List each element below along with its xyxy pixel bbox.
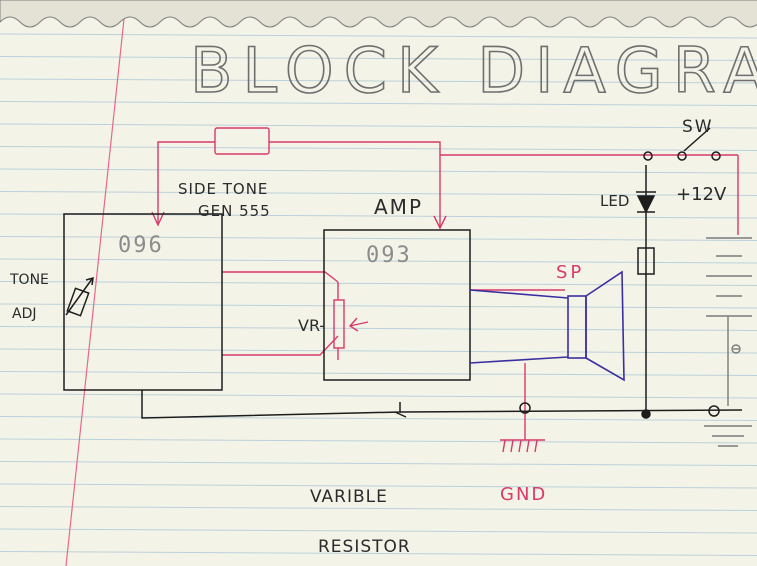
gnd-label: GND bbox=[500, 484, 547, 505]
led-resistor bbox=[637, 247, 655, 275]
ruling-line bbox=[0, 101, 757, 106]
chip-093-box bbox=[323, 229, 471, 381]
ruling-line bbox=[0, 258, 757, 264]
varible-label: VARIBLE bbox=[310, 487, 388, 507]
chip-096-box bbox=[63, 213, 223, 391]
ruling-line bbox=[0, 33, 757, 39]
ruling-line bbox=[0, 393, 757, 399]
ruling-line bbox=[0, 281, 757, 286]
torn-edge bbox=[0, 0, 757, 28]
led-label: LED bbox=[600, 192, 629, 210]
speaker-magnet bbox=[567, 295, 587, 359]
supply-label: +12V bbox=[676, 184, 727, 205]
chip-093-label: 093 bbox=[366, 243, 412, 268]
vr-label: VR- bbox=[298, 316, 325, 335]
ruling-line bbox=[0, 168, 757, 174]
amp-label: AMP bbox=[374, 195, 423, 219]
variable-resistor bbox=[333, 299, 345, 349]
sw-label: SW bbox=[682, 117, 714, 137]
page-ruling bbox=[0, 33, 757, 556]
ruling-line bbox=[0, 551, 757, 556]
resistor-top bbox=[214, 127, 270, 155]
ruling-line bbox=[0, 78, 757, 84]
sp-label: SP bbox=[556, 262, 584, 283]
ruling-line bbox=[0, 146, 757, 151]
margin-line bbox=[65, 0, 127, 566]
ruling-line bbox=[0, 56, 757, 61]
black-wiring bbox=[63, 127, 743, 419]
ruling-line bbox=[0, 303, 757, 309]
chip-096-label: 096 bbox=[118, 233, 164, 258]
side-tone-label: SIDE TONE bbox=[178, 180, 268, 198]
ruling-line bbox=[0, 483, 757, 489]
ruling-line bbox=[0, 326, 757, 331]
resistor-label: RESISTOR bbox=[318, 537, 411, 557]
diagram-title: BLOCK DIAGRAM bbox=[190, 34, 757, 107]
ruling-line bbox=[0, 438, 757, 444]
speaker-wiring bbox=[469, 270, 625, 382]
ruling-line bbox=[0, 528, 757, 534]
speaker-cone bbox=[585, 270, 625, 382]
tone-label: TONE bbox=[9, 272, 49, 288]
ruling-line bbox=[0, 348, 757, 354]
ruling-line bbox=[0, 461, 757, 466]
red-wiring bbox=[151, 127, 739, 453]
gen-555-label: GEN 555 bbox=[198, 202, 271, 220]
ruling-line bbox=[0, 123, 757, 129]
ruling-line bbox=[0, 236, 757, 241]
adj-label: ADJ bbox=[12, 306, 37, 322]
ruling-line bbox=[0, 416, 757, 421]
tone-adj-resistor bbox=[66, 287, 90, 317]
ruling-line bbox=[0, 191, 757, 196]
ruling-line bbox=[0, 506, 757, 511]
ruling-line bbox=[0, 371, 757, 376]
battery-symbol bbox=[704, 237, 752, 447]
